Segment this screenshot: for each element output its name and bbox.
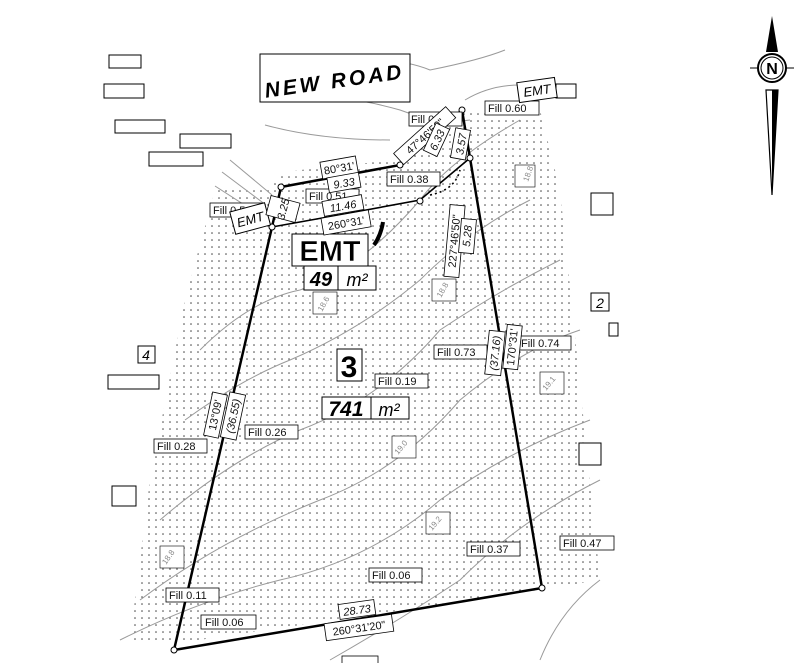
svg-text:Fill 0.74: Fill 0.74 xyxy=(521,338,560,350)
neighbor-lot-4: 4 xyxy=(137,345,156,364)
easement-hatch-mark xyxy=(372,221,385,247)
dim-260-31: 260°31' xyxy=(320,209,372,236)
svg-text:Fill 0.73: Fill 0.73 xyxy=(437,347,476,359)
north-label: N xyxy=(766,61,778,78)
svg-text:741: 741 xyxy=(328,398,363,421)
svg-text:EMT: EMT xyxy=(235,208,266,230)
svg-text:227°46'50": 227°46'50" xyxy=(447,214,464,268)
svg-text:3.57: 3.57 xyxy=(454,132,470,156)
svg-text:28.73: 28.73 xyxy=(342,603,373,619)
easement-area: 49 m² xyxy=(303,265,377,291)
dim-170-31: 170°31' xyxy=(502,323,523,371)
dimension-labels: 80°31' 9.33 3.25 11.46 260°31' 47°46'50"… xyxy=(203,106,523,642)
contour-labels: 18.8 18.6 18.8 19.0 19.1 19.2 18.8 xyxy=(159,164,565,569)
partial-label-box xyxy=(341,655,379,663)
fill-labels: Fill 0.72 Fill 0.60 Fill 0.38 Fill 0.51 … xyxy=(153,100,615,630)
easement-tag-right: EMT xyxy=(516,76,558,104)
vertex-markers xyxy=(170,106,546,654)
fill-label: Fill 0.28 xyxy=(153,438,208,454)
fill-label: Fill 0.38 xyxy=(386,171,441,187)
svg-text:EMT: EMT xyxy=(522,81,552,100)
dim-28-73: 28.73 xyxy=(337,599,377,620)
svg-text:Fill 0.06: Fill 0.06 xyxy=(205,617,244,629)
blank-boxes xyxy=(103,54,619,507)
fill-label: Fill 0.11 xyxy=(165,587,220,603)
dim-227-46-50: 227°46'50" xyxy=(443,204,466,278)
svg-text:Fill 0.37: Fill 0.37 xyxy=(470,544,509,556)
lot-area: 741 m² xyxy=(321,396,410,421)
svg-text:(37.16): (37.16) xyxy=(488,335,504,371)
fill-label: Fill 0.19 xyxy=(374,373,429,389)
stipple-area xyxy=(130,110,600,645)
fill-label: Fill 0.06 xyxy=(368,567,423,583)
svg-text:Fill 0.11: Fill 0.11 xyxy=(169,590,207,602)
svg-text:Fill 0.26: Fill 0.26 xyxy=(248,427,287,439)
dim-3-25: 3.25 xyxy=(265,194,301,224)
fill-label: Fill 0.74 xyxy=(517,335,572,351)
svg-text:Fill 0.19: Fill 0.19 xyxy=(378,376,417,388)
svg-text:170°31': 170°31' xyxy=(505,328,521,366)
fill-label: Fill 0.73 xyxy=(433,344,488,360)
svg-text:EMT: EMT xyxy=(299,236,361,268)
svg-text:80°31': 80°31' xyxy=(323,160,356,177)
neighbor-lot-2: 2 xyxy=(590,292,610,312)
svg-text:Fill 0.47: Fill 0.47 xyxy=(563,538,602,550)
svg-text:Fill 0.06: Fill 0.06 xyxy=(372,570,411,582)
svg-text:Fill 0.28: Fill 0.28 xyxy=(157,441,196,453)
svg-text:49: 49 xyxy=(309,269,333,291)
dim-13-09: 13°09' xyxy=(203,391,228,439)
dim-37-16: (37.16) xyxy=(484,329,506,377)
fill-label: Fill 0.60 xyxy=(484,100,540,116)
svg-text:Fill 0.38: Fill 0.38 xyxy=(390,174,429,186)
svg-text:9.33: 9.33 xyxy=(333,176,357,192)
road-label-box: NEW ROAD xyxy=(259,53,411,103)
lot-number: 3 xyxy=(336,348,363,384)
fill-label: Fill 0.26 xyxy=(244,424,299,440)
fill-label: Fill 0.47 xyxy=(559,535,615,551)
easement-tag-left: EMT xyxy=(229,202,272,235)
svg-text:3.25: 3.25 xyxy=(275,197,292,222)
svg-text:m²: m² xyxy=(379,400,401,420)
dim-260-31-20: 260°31'20" xyxy=(323,613,395,642)
fill-label: Fill 0.37 xyxy=(466,541,521,557)
fill-label: Fill 0.06 xyxy=(200,614,257,630)
dim-9-33: 9.33 xyxy=(326,171,362,194)
dim-36-55: (36.55) xyxy=(219,391,247,441)
svg-text:3: 3 xyxy=(341,351,358,384)
svg-text:2: 2 xyxy=(595,295,604,311)
svg-text:5.28: 5.28 xyxy=(461,224,475,247)
svg-text:m²: m² xyxy=(347,270,369,290)
svg-text:4: 4 xyxy=(142,347,150,363)
dim-5-28: 5.28 xyxy=(458,218,477,255)
svg-text:11.46: 11.46 xyxy=(329,199,358,216)
dim-80-31: 80°31' xyxy=(319,155,359,180)
dim-3-57: 3.57 xyxy=(450,127,471,161)
svg-text:Fill 0.60: Fill 0.60 xyxy=(488,103,527,115)
dim-11-46: 11.46 xyxy=(321,194,365,217)
north-arrow-icon: N xyxy=(750,16,794,196)
easement-code: EMT xyxy=(291,233,369,268)
